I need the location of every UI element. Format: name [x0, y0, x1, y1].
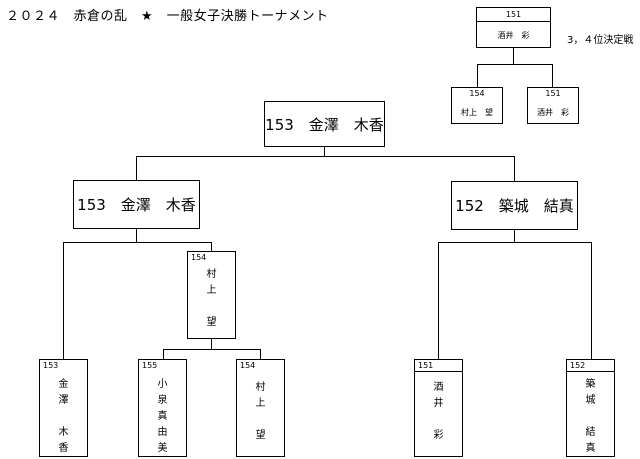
player-name: 酒井 彩 [537, 108, 569, 117]
page-title: ２０２４ 赤倉の乱 ★ 一般女子決勝トーナメント [6, 9, 329, 24]
name-char: 結 [585, 427, 596, 438]
connector [514, 156, 515, 181]
name-char: 上 [206, 285, 217, 296]
name-char: 築 [585, 379, 596, 390]
third-place-right-box: 151 酒井 彩 [527, 87, 579, 124]
name-char [210, 299, 213, 315]
player-number: 151 [545, 89, 561, 98]
name-char [259, 412, 262, 428]
semifinal-left-label: 153 金澤 木香 [77, 196, 196, 214]
name-char: 望 [206, 317, 217, 328]
connector [514, 230, 515, 242]
name-char: 彩 [433, 430, 444, 441]
connector [324, 147, 325, 156]
player-number: 153 [43, 361, 59, 370]
third-place-winner-box: 151 酒井 彩 [476, 7, 551, 48]
name-char: 望 [255, 430, 266, 441]
final-winner-box: 153 金澤 木香 [264, 101, 385, 147]
name-char [437, 412, 440, 428]
semifinal-right-box: 152 築城 結真 [451, 181, 578, 230]
name-char: 真 [157, 411, 168, 422]
name-char: 美 [157, 443, 168, 454]
player-number: 151 [505, 10, 522, 19]
name-char: 村 [255, 382, 266, 393]
third-place-label: 3，４位決定戦 [567, 35, 634, 46]
player-number: 154 [191, 253, 207, 262]
player-number: 154 [240, 361, 256, 370]
player-name-vertical: 築 城 結 真 [567, 377, 614, 457]
connector [438, 242, 591, 243]
player-number: 154 [469, 89, 485, 98]
name-char: 上 [255, 398, 266, 409]
connector [163, 349, 164, 359]
connector [438, 242, 439, 359]
player-number: 151 [418, 361, 434, 370]
player-box: 154 村 上 望 [236, 359, 285, 457]
connector [136, 156, 137, 180]
name-char: 木 [58, 427, 69, 438]
quarterfinal-left-box: 154 村 上 望 [187, 251, 236, 339]
third-place-left-box: 154 村上 望 [451, 87, 503, 124]
name-char: 香 [58, 443, 69, 454]
player-box: 155 小 泉 真 由 美 [138, 359, 187, 457]
connector [591, 242, 592, 359]
name-char: 小 [157, 379, 168, 390]
player-name-vertical: 村 上 望 [188, 267, 235, 331]
name-char [589, 409, 592, 425]
name-char: 酒 [433, 382, 444, 393]
player-box: 151 酒 井 彩 [414, 359, 463, 457]
connector [477, 64, 478, 87]
name-char: 城 [585, 395, 596, 406]
name-char: 由 [157, 427, 168, 438]
connector [63, 242, 211, 243]
player-number: 155 [142, 361, 158, 370]
name-char [62, 409, 65, 425]
connector [136, 156, 514, 157]
player-number: 152 [570, 361, 586, 370]
name-char: 金 [58, 379, 69, 390]
player-name-vertical: 金 澤 木 香 [40, 377, 87, 457]
name-char: 澤 [58, 395, 69, 406]
semifinal-left-box: 153 金澤 木香 [73, 180, 200, 229]
name-char: 村 [206, 269, 217, 280]
connector [163, 349, 260, 350]
name-char: 真 [585, 443, 596, 454]
divider [477, 21, 550, 22]
connector [136, 229, 137, 242]
player-box: 153 金 澤 木 香 [39, 359, 88, 457]
player-name-vertical: 酒 井 彩 [415, 380, 462, 444]
semifinal-right-label: 152 築城 結真 [455, 197, 574, 215]
connector [63, 242, 64, 359]
connector [477, 64, 552, 65]
connector [211, 339, 212, 349]
player-name-vertical: 小 泉 真 由 美 [139, 377, 186, 457]
connector [260, 349, 261, 359]
divider [415, 371, 462, 372]
connector [211, 242, 212, 251]
player-name: 酒井 彩 [497, 31, 530, 40]
name-char: 泉 [157, 395, 168, 406]
player-box: 152 築 城 結 真 [566, 359, 615, 457]
player-name-vertical: 村 上 望 [237, 380, 284, 444]
name-char: 井 [433, 398, 444, 409]
divider [567, 371, 614, 372]
connector [552, 64, 553, 87]
connector [513, 48, 514, 64]
player-name: 村上 望 [461, 108, 493, 117]
final-winner-label: 153 金澤 木香 [265, 115, 384, 134]
